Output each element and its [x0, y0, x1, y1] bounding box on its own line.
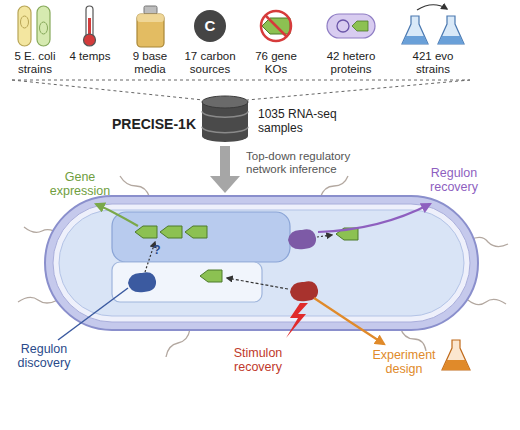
condition-label: 4 temps: [62, 50, 118, 63]
media-bottle-icon: [137, 6, 164, 47]
database-cylinder: [202, 96, 248, 142]
output-arrows: [58, 204, 430, 344]
question-mark: ?: [150, 244, 164, 258]
flagella: [18, 176, 508, 357]
evo-flask-icons: [402, 5, 464, 44]
carbon-icon: [194, 10, 226, 42]
bacterial-cell: [45, 196, 478, 330]
condition-label: 5 E. coli strains: [6, 50, 64, 76]
condition-label: 9 base media: [124, 50, 176, 76]
output-label: Regulon recovery: [414, 166, 494, 195]
proteins: [128, 229, 318, 301]
nucleoid: [112, 212, 290, 302]
sample-count: 1035 RNA-seq samples: [258, 108, 350, 136]
condition-label: 76 gene KOs: [248, 50, 304, 76]
thermometer-icon: [84, 6, 96, 46]
dashed-funnel: [12, 80, 470, 100]
process-label: Top-down regulatory network inference: [246, 150, 376, 176]
output-label: Stimulon recovery: [222, 346, 294, 375]
hetero-protein-icon: [327, 14, 375, 38]
output-label: Gene expression: [44, 170, 116, 199]
gene-arrows: [135, 226, 358, 282]
design-flask-icon: [442, 340, 470, 370]
lightning-bolt: [286, 303, 308, 338]
inference-arrow: [210, 146, 240, 193]
cylinder-band: [202, 127, 248, 133]
condition-label: 17 carbon sources: [180, 50, 240, 76]
regulation-arrows: [145, 235, 332, 289]
condition-label: 421 evo strains: [404, 50, 462, 76]
database-name: PRECISE-1K: [98, 116, 196, 132]
condition-label: 42 hetero proteins: [318, 50, 384, 76]
strain-icons: [18, 6, 50, 46]
gene-ko-icon: [261, 11, 291, 41]
cylinder-top: [202, 96, 248, 108]
output-label: Regulon discovery: [6, 342, 82, 371]
cylinder-band: [202, 111, 248, 117]
icon-letter: C: [200, 17, 220, 34]
output-label: Experiment design: [368, 348, 440, 377]
database-node: PRECISE-1K1035 RNA-seq samples: [202, 96, 248, 142]
